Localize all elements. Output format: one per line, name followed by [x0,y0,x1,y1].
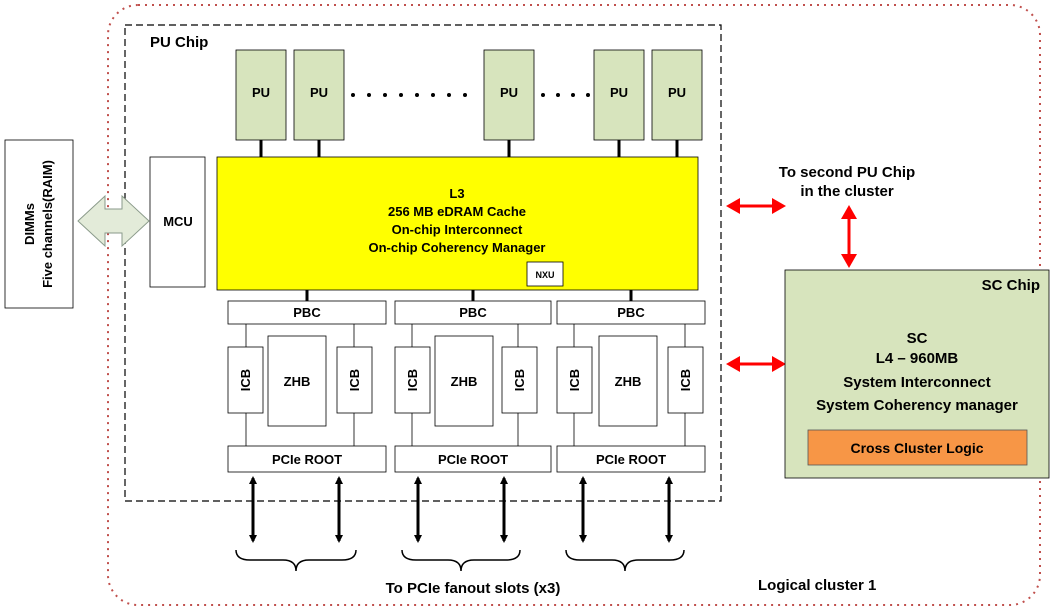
pcie-root-block [556,445,706,473]
red-arrow-second-pu-sc [841,205,857,268]
dimm-mcu-arrow [77,194,150,248]
icb-block [394,346,431,414]
second-pu-line: in the cluster [800,183,894,200]
zhb-block [267,335,327,427]
nxu-label: NXU [535,270,554,280]
l3-line: 256 MB eDRAM Cache [388,204,526,219]
pcie-fanout-arrows [249,476,673,543]
pu-core [593,49,645,141]
pbc-label: PBC [293,305,321,320]
sc-line: System Interconnect [843,374,991,391]
icb-label: ICB [405,369,420,391]
pu-core-row: PU PU PU PU PU [235,49,703,157]
zhb-block [598,335,658,427]
pbc-block [227,300,387,325]
pcie-root-label: PCIe ROOT [596,452,666,467]
dimms-line: DIMMs [22,203,37,245]
icb-block [556,346,593,414]
icb-label: ICB [512,369,527,391]
io-group: PBC ICB ZHB ICB PCIe ROOT [394,290,552,473]
zhb-label: ZHB [615,374,642,389]
pcie-fanout-label: To PCIe fanout slots (x3) [386,580,561,597]
zhb-label: ZHB [284,374,311,389]
pcie-brace [401,549,521,572]
pu-core-label: PU [500,85,518,100]
dimms-line: Five channels(RAIM) [40,160,55,288]
logical-cluster-boundary [107,4,1041,606]
icb-block [501,346,538,414]
icb-label: ICB [567,369,582,391]
cross-cluster-logic-label: Cross Cluster Logic [850,440,983,456]
pu-core-label: PU [310,85,328,100]
logical-cluster-label: Logical cluster 1 [758,577,876,594]
icb-label: ICB [347,369,362,391]
l3-line: On-chip Coherency Manager [369,240,546,255]
pcie-brace [235,549,357,572]
pu-core-label: PU [668,85,686,100]
pbc-block [394,300,552,325]
icb-block [336,346,373,414]
pcie-braces [235,549,685,572]
pbc-block [556,300,706,325]
pu-l3-connectors [259,140,679,157]
pcie-root-block [227,445,387,473]
second-pu-line: To second PU Chip [779,164,915,181]
l3-line: L3 [449,186,464,201]
dimms-block [4,139,74,309]
nxu-block [526,261,564,287]
pu-chip-title: PU Chip [150,34,208,51]
pbc-label: PBC [459,305,487,320]
red-arrow-pu-sc [726,356,786,372]
sc-line: System Coherency manager [816,397,1018,414]
sc-line: L4 – 960MB [876,350,959,367]
pbc-label: PBC [617,305,645,320]
pu-core-label: PU [610,85,628,100]
pcie-brace [565,549,685,572]
io-group: PBC ICB ZHB ICB PCIe ROOT [227,290,387,473]
pcie-root-label: PCIe ROOT [272,452,342,467]
l3-line: On-chip Interconnect [392,222,523,237]
pu-chip-boundary [124,24,722,502]
mcu-label: MCU [163,214,193,229]
pu-core [483,49,535,141]
cross-cluster-logic-block [807,429,1028,466]
pcie-root-block [394,445,552,473]
pu-core [235,49,287,141]
pcie-root-label: PCIe ROOT [438,452,508,467]
sc-line: SC [907,330,928,347]
io-group: PBC ICB ZHB ICB PCIe ROOT [556,290,706,473]
pu-core [651,49,703,141]
l3-cache-block [216,156,699,291]
icb-block [667,346,704,414]
sc-chip-title: SC Chip [982,277,1040,294]
icb-label: ICB [678,369,693,391]
mcu-block [149,156,206,288]
pu-core-label: PU [252,85,270,100]
pu-ellipsis-dots [351,93,590,97]
icb-block [227,346,264,414]
red-arrow-l3-second-pu [726,198,786,214]
zhb-block [434,335,494,427]
icb-label: ICB [238,369,253,391]
zhb-label: ZHB [451,374,478,389]
